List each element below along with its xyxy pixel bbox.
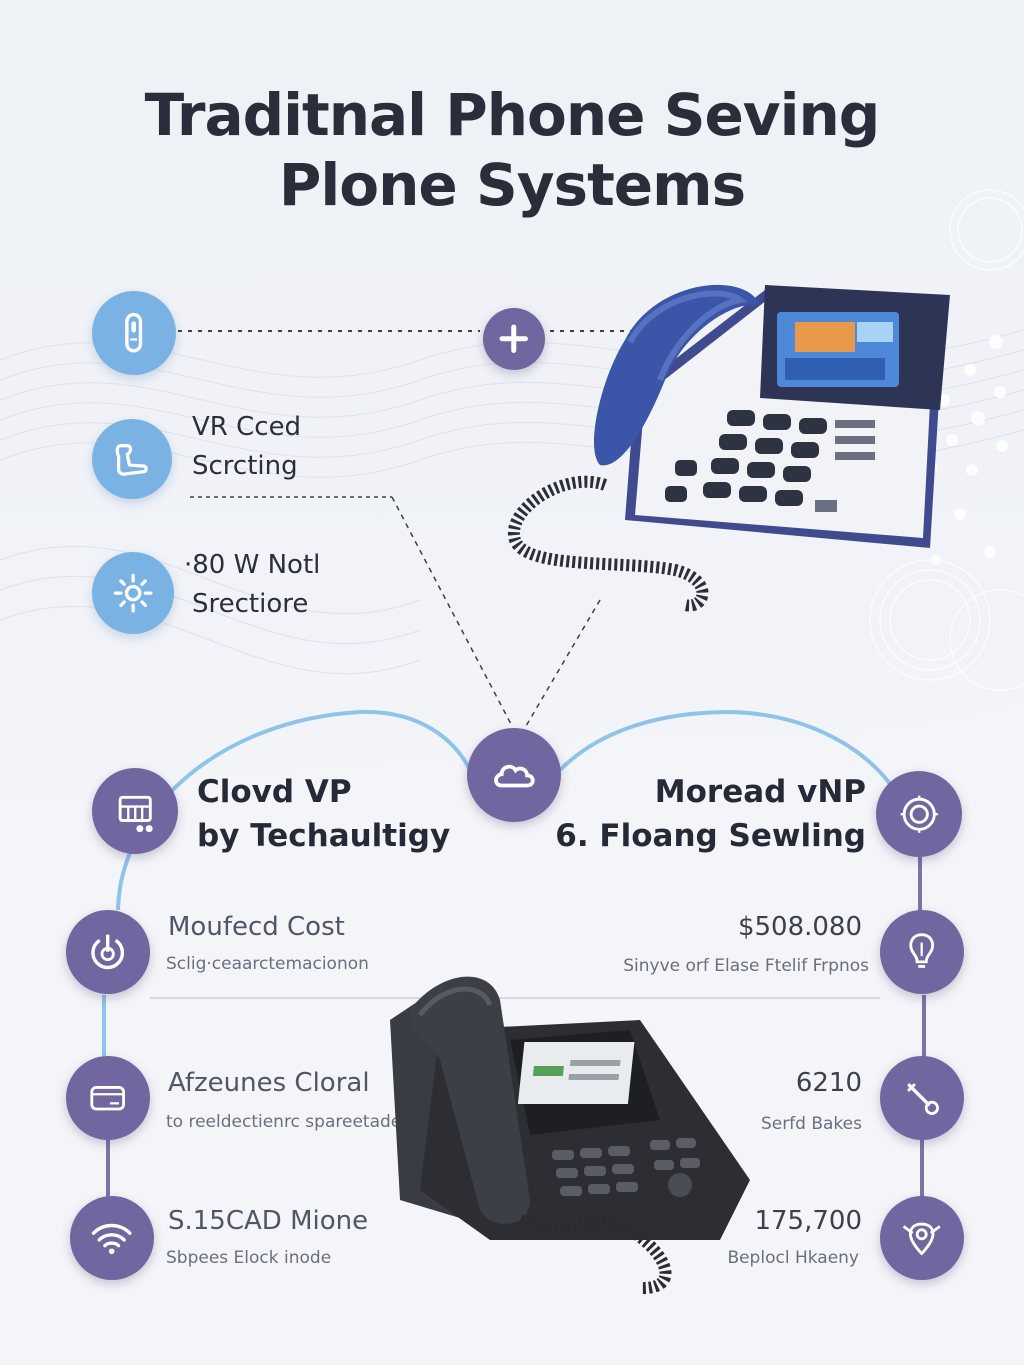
feature-notl-text: ·80 W Notl Srectiore [184, 546, 320, 624]
plus-icon [499, 324, 529, 354]
power-icon [91, 934, 125, 970]
target-icon [900, 795, 938, 833]
right-title-line-2: 6. Floang Sewling [555, 818, 866, 854]
wifi-icon [92, 1224, 132, 1255]
handset-icon [116, 444, 149, 477]
gear-feature-circle [92, 552, 174, 634]
left-section-title: Clovd VP by Techaultigy [197, 770, 450, 858]
location-circle [880, 1196, 964, 1280]
bulb-icon [909, 933, 935, 969]
right-row-3-sub: Beplocl Hkaeny [727, 1248, 859, 1268]
handset-feature-circle [92, 419, 172, 499]
right-row-1-title: $508.080 [737, 912, 862, 942]
right-row-3-title: 175,700 [754, 1206, 862, 1236]
left-row-3-sub: Sbpees Elock inode [166, 1248, 332, 1268]
left-title-line-1: Clovd VP [197, 774, 352, 810]
desk-phone-image [390, 976, 750, 1295]
device-icon [118, 795, 153, 832]
right-row-2-sub: Serfd Bakes [760, 1114, 862, 1134]
bulb-circle [880, 910, 964, 994]
power-circle [66, 910, 150, 994]
right-title-line-1: Moread vNP [654, 774, 866, 810]
tool-icon [907, 1083, 940, 1116]
location-icon [902, 1222, 941, 1256]
left-row-2-title: Afzeunes Cloral [168, 1068, 370, 1098]
card-circle [66, 1056, 150, 1140]
plus-circle [483, 308, 545, 370]
feature-vr-line-2: Scrcting [192, 451, 298, 481]
ip-phone-image [507, 284, 950, 612]
left-row-1-sub: Sclig·ceaarctemacionon [166, 954, 369, 974]
microphone-icon [125, 313, 143, 353]
wifi-circle [70, 1196, 154, 1280]
tool-circle [880, 1056, 964, 1140]
feature-notl-line-2: Srectiore [192, 589, 309, 619]
right-row-2-title: 6210 [795, 1068, 862, 1098]
right-row-1-sub: Sinyve orf Elase Ftelif Frpnos [623, 956, 869, 976]
microphone-feature-circle [92, 291, 176, 375]
feature-vr-line-1: VR Cced [192, 412, 302, 442]
cloud-circle [467, 728, 561, 822]
feature-vr-text: VR Cced Scrcting [192, 408, 301, 486]
left-row-3-title: S.15CAD Mione [168, 1206, 369, 1236]
left-row-2-sub: to reeldectienrc spareetadelcts [166, 1112, 431, 1132]
title-line-1: Traditnal Phone Seving [144, 81, 881, 149]
device-circle [92, 768, 178, 854]
left-row-1-title: Moufecd Cost [168, 912, 345, 942]
target-circle [876, 771, 962, 857]
right-section-title: Moread vNP 6. Floang Sewling [555, 770, 866, 858]
gear-icon [113, 573, 153, 613]
title-line-2: Plone Systems [278, 151, 746, 219]
cloud-icon [493, 764, 535, 788]
left-title-line-2: by Techaultigy [197, 818, 451, 854]
card-icon [90, 1086, 126, 1111]
page-title: Traditnal Phone Seving Plone Systems [0, 80, 1024, 220]
feature-notl-line-1: ·80 W Notl [184, 550, 321, 580]
